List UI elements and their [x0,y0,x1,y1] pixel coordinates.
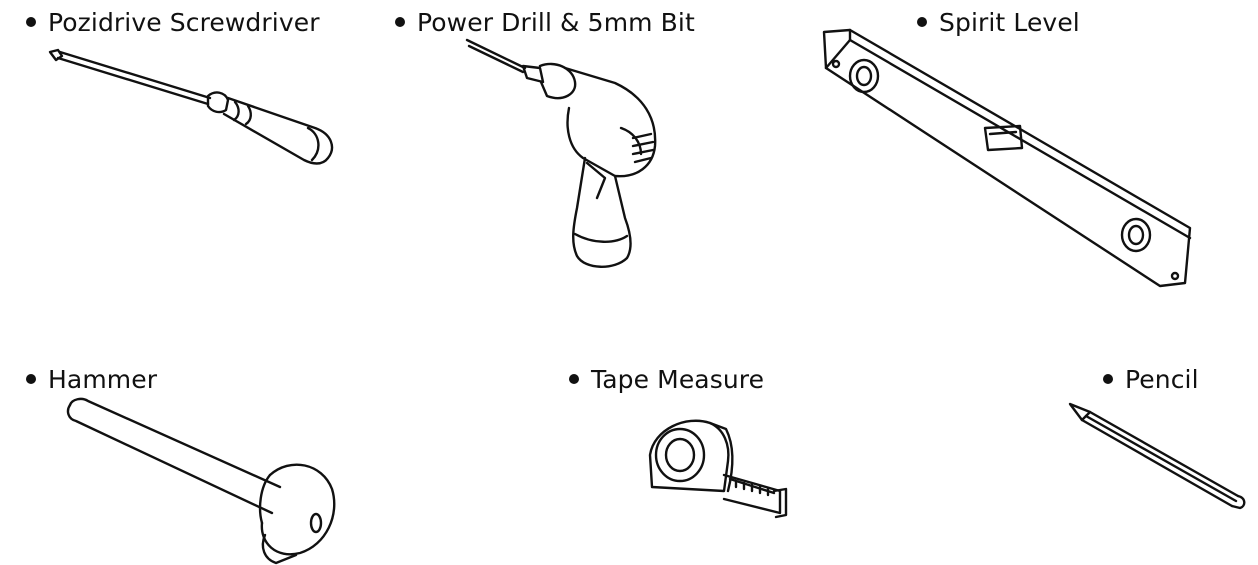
bullet-icon [395,17,405,27]
power-drill-icon [465,38,657,268]
bullet-icon [26,374,36,384]
tool-label-text: Spirit Level [939,8,1080,37]
bullet-icon [1103,374,1113,384]
bullet-icon [917,17,927,27]
bullet-icon [26,17,36,27]
tool-label-hammer: Hammer [26,365,157,395]
pencil-icon [1068,402,1246,510]
tape-measure-icon [648,419,788,519]
tool-label-screwdriver: Pozidrive Screwdriver [26,8,320,38]
tool-label-power-drill: Power Drill & 5mm Bit [395,8,695,38]
tool-label-pencil: Pencil [1103,365,1199,395]
tool-label-text: Power Drill & 5mm Bit [417,8,695,37]
tool-label-text: Tape Measure [591,365,765,394]
bullet-icon [569,374,579,384]
tool-label-tape-measure: Tape Measure [569,365,764,395]
tool-label-text: Pozidrive Screwdriver [48,8,320,37]
spirit-level-icon [822,28,1192,288]
screwdriver-icon [48,48,334,165]
tool-label-text: Hammer [48,365,158,394]
hammer-icon [66,397,336,565]
tool-label-spirit-level: Spirit Level [917,8,1080,38]
tool-label-text: Pencil [1125,365,1199,394]
